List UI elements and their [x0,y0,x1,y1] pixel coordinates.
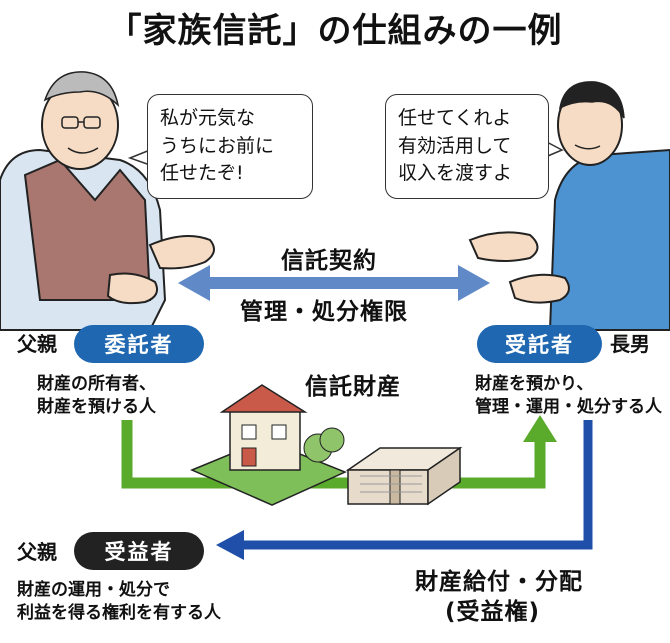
distribution-arrow-blue [216,420,593,560]
contract-double-arrow [178,265,490,301]
beneficiary-relation: 父親 [17,540,57,564]
beneficiary-description: 財産の運用・処分で 利益を得る権利を有する人 [17,580,221,623]
page-title: 「家族信託」の仕組みの一例 [107,11,563,51]
trust-property-label: 信託財産 [305,374,401,400]
trustee-description: 財産を預かり、 管理・運用・処分する人 [475,374,662,417]
settlor-relation: 父親 [17,332,57,356]
father-illustration [0,71,215,331]
distribution-sub-label: (受益権) [445,599,541,625]
cash-stack-icon [345,446,463,506]
settlor-description: 財産の所有者、 財産を預ける人 [37,374,156,417]
trustee-relation: 長男 [610,332,650,356]
trustee-role-badge: 受託者 [477,325,602,363]
settlor-role-badge: 委託者 [74,325,204,363]
son-illustration [468,81,670,331]
contract-label: 信託契約 [281,248,377,274]
son-speech-bubble: 任せてくれよ 有効活用して 収入を渡すよ [385,94,549,199]
father-speech-bubble: 私が元気な うちにお前に 任せたぞ! [147,94,313,199]
distribution-label: 財産給付・分配 [415,569,583,595]
house-icon [190,384,347,506]
transfer-arrow-green [121,415,557,489]
bubble-tail-left [127,149,151,166]
authority-label: 管理・処分権限 [240,299,408,325]
beneficiary-role-badge: 受益者 [74,532,204,570]
